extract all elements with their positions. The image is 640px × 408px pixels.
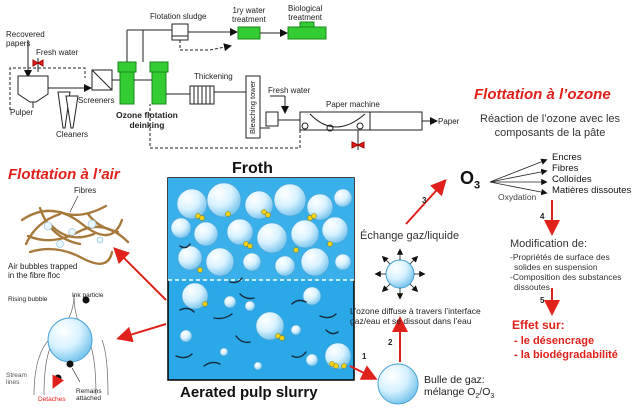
recovered-papers-line1: Recovered — [6, 30, 45, 39]
melange-line: mélange O2/O3 — [424, 386, 494, 403]
modification-item1-line2: solides en suspension — [514, 262, 598, 272]
recovered-papers-line2: papers — [6, 39, 31, 48]
effet-biodegradabilite: - la biodégradabilité — [514, 349, 618, 361]
modification-item2-line1: -Composition des substances — [510, 272, 622, 282]
remains-attached-line2: attached — [76, 395, 101, 402]
effet-list: - le désencrage - la biodégradabilité — [514, 334, 618, 362]
effet-title: Effet sur: — [512, 318, 565, 332]
oxydation-fan — [489, 158, 548, 196]
component-fibres: Fibres — [552, 163, 579, 174]
label-detaches: Detaches — [38, 396, 66, 403]
step-4: 4 — [540, 212, 545, 221]
label-recovered-papers: Recovered papers — [6, 30, 45, 48]
reaction-text: Réaction de l’ozone avec les composants … — [480, 112, 620, 140]
water-treatment-line2: treatment — [232, 15, 266, 24]
label-remains-attached: Remains attached — [76, 388, 102, 402]
remains-attached-line1: Remains — [76, 388, 102, 395]
label-ozone-diffuse: L’ozone diffuse à travers l’interface ga… — [350, 306, 481, 326]
ozone-flotation-line1: Ozone flotation — [116, 110, 178, 120]
step-5: 5 — [540, 296, 545, 305]
label-water-treatment: 1ry water treatment — [232, 6, 266, 24]
label-paper: Paper — [438, 117, 460, 126]
melange-mid: /O — [479, 386, 491, 398]
label-flotation-sludge: Flotation sludge — [150, 12, 207, 21]
biological-treatment-line1: Biological — [288, 4, 323, 13]
melange-prefix: mélange O — [424, 386, 476, 398]
rising-bubble-illustration — [33, 294, 109, 396]
component-encres: Encres — [552, 152, 582, 163]
diffuse-line1: L’ozone diffuse à travers l’interface — [350, 306, 481, 316]
label-screeners: Screeners — [78, 96, 115, 105]
diffuse-line2: gaz/eau et se dissout dans l’eau — [350, 316, 472, 326]
label-pulper: Pulper — [10, 108, 34, 117]
label-bleaching-tower: Bleaching tower — [248, 80, 257, 134]
modification-item1-line1: -Propriétés de surface des — [510, 252, 610, 262]
label-oxydation: Oxydation — [498, 192, 537, 202]
component-matieres-dissoutes: Matières dissoutes — [552, 185, 632, 196]
stream-lines-line2: lines — [6, 379, 20, 386]
water-treatment-line1: 1ry water — [232, 6, 266, 15]
label-fresh-water-2: Fresh water — [268, 86, 311, 95]
label-cleaners: Cleaners — [56, 130, 89, 139]
modification-item2-line2: dissoutes — [514, 282, 550, 292]
flotation-cell — [167, 177, 355, 381]
label-fibres: Fibres — [74, 186, 97, 195]
gas-bubble-group — [349, 179, 447, 405]
ozone-flotation-line2: deinking — [129, 120, 165, 130]
reaction-line2: composants de la pâte — [494, 127, 606, 139]
fibre-floc-illustration — [20, 195, 130, 265]
modification-list: -Propriétés de surface des solides en su… — [510, 252, 622, 292]
title-ozone-flotation: Flottation à l’ozone — [474, 86, 611, 103]
label-bulle-de-gaz: Bulle de gaz: mélange O2/O3 — [424, 374, 494, 403]
air-bubbles-line2: in the fibre floc — [8, 271, 61, 280]
label-fresh-water-1: Fresh water — [36, 48, 79, 57]
label-biological-treatment: Biological treatment — [288, 4, 322, 22]
title-air-flotation: Flottation à l’air — [8, 166, 120, 183]
process-flow-diagram — [9, 21, 438, 150]
label-ink-particle: Ink particle — [72, 292, 104, 299]
oxidized-components-list: Encres Fibres Colloïdes Matières dissout… — [552, 152, 631, 196]
label-stream-lines: Stream lines — [6, 372, 27, 386]
label-echange-gaz-liquide: Échange gaz/liquide — [360, 230, 460, 242]
biological-treatment-line2: treatment — [288, 13, 323, 22]
label-rising-bubble: Rising bubble — [8, 296, 48, 303]
o3-letter: O — [460, 168, 475, 188]
label-froth: Froth — [232, 160, 273, 177]
step-1: 1 — [362, 352, 367, 361]
effet-desencrage: - le désencrage — [514, 335, 595, 347]
bulle-title: Bulle de gaz: — [424, 374, 485, 386]
melange-sub2: 3 — [490, 393, 495, 401]
label-thickening: Thickening — [194, 72, 233, 81]
modification-title: Modification de: — [510, 238, 588, 250]
step-3: 3 — [422, 196, 427, 205]
label-paper-machine: Paper machine — [326, 100, 380, 109]
stream-lines-line1: Stream — [6, 372, 27, 379]
air-bubbles-line1: Air bubbles trapped — [8, 262, 78, 271]
label-aerated-pulp-slurry: Aerated pulp slurry — [180, 384, 318, 401]
component-colloides: Colloïdes — [552, 174, 592, 185]
label-ozone-flotation-deinking: Ozone flotation deinking — [116, 110, 178, 130]
o3-subscript: 3 — [474, 179, 481, 192]
melange-sub1: 2 — [475, 393, 480, 401]
reaction-line1: Réaction de l’ozone avec les — [480, 113, 621, 125]
o3-label: O3 — [460, 168, 480, 192]
step-2: 2 — [388, 338, 393, 347]
label-air-bubbles-trapped: Air bubbles trapped in the fibre floc — [8, 262, 77, 280]
